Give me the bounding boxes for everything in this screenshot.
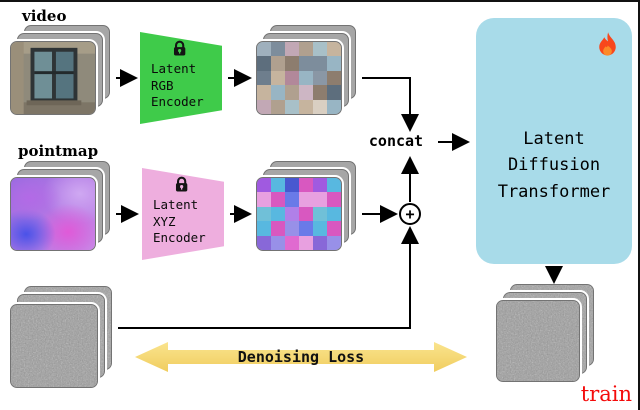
pointmap-input-stack xyxy=(10,161,112,253)
pointmap-label: pointmap xyxy=(18,142,99,160)
flame-icon xyxy=(595,31,620,62)
noise-image xyxy=(10,304,98,388)
rgb-latent-mosaic xyxy=(257,42,341,114)
train-label: train xyxy=(580,382,632,406)
transformer-label: Latent Diffusion Transformer xyxy=(497,129,611,202)
predicted-noise-stack xyxy=(496,284,594,382)
pointmap-image xyxy=(10,177,96,251)
xyz-latent-mosaic xyxy=(257,178,341,250)
xyz-latent-image xyxy=(256,177,342,251)
lock-icon xyxy=(171,40,188,57)
xyz-latent-stack xyxy=(256,161,358,253)
window-photo-graphic xyxy=(11,42,95,114)
xyz-encoder-label: Latent XYZ Encoder xyxy=(153,197,206,245)
lock-icon xyxy=(173,176,190,193)
noise-input-stack xyxy=(10,286,114,390)
denoising-loss-arrow xyxy=(132,339,470,375)
plus-sign: + xyxy=(405,204,415,223)
add-operator: + xyxy=(399,203,421,225)
video-label: video xyxy=(22,7,67,25)
latent-xyz-encoder: Latent XYZ Encoder xyxy=(142,168,224,260)
latent-rgb-encoder: Latent RGB Encoder xyxy=(140,32,222,124)
video-input-stack xyxy=(10,25,112,117)
arrow-rgb-latent-to-concat xyxy=(362,77,419,132)
denoising-loss-label: Denoising Loss xyxy=(237,348,365,366)
rgb-latent-image xyxy=(256,41,342,115)
rgb-latent-stack xyxy=(256,25,358,117)
rgb-encoder-label: Latent RGB Encoder xyxy=(151,61,204,109)
concat-label: concat xyxy=(368,132,424,150)
latent-diffusion-transformer: Latent Diffusion Transformer xyxy=(476,18,632,264)
video-frame-image xyxy=(10,41,96,115)
pointmap-graphic xyxy=(11,178,95,250)
noise-image xyxy=(496,300,580,382)
